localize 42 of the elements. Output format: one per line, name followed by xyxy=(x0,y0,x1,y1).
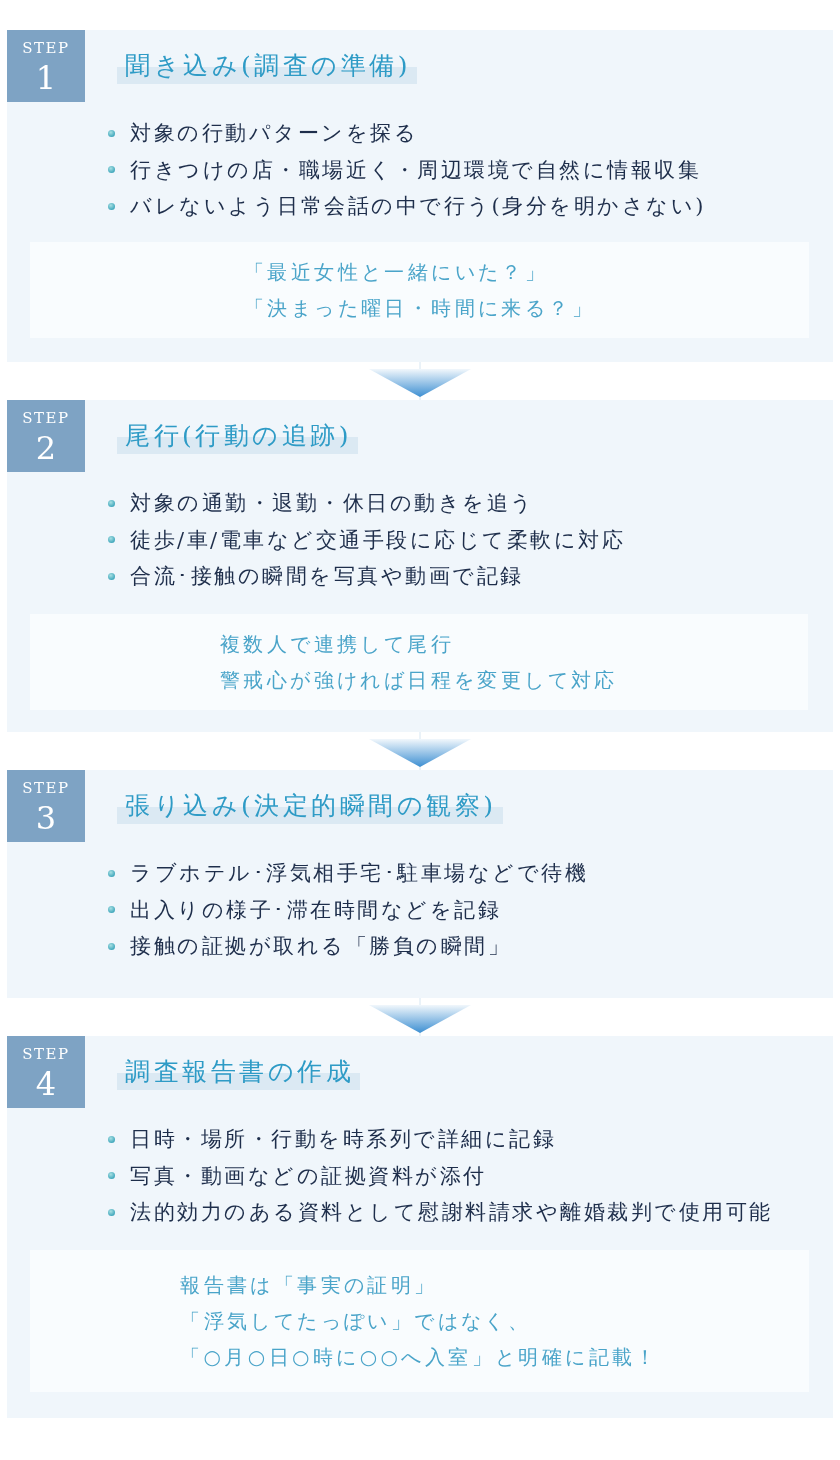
step-label: STEP xyxy=(22,779,70,797)
list-item-text: 日時・場所・行動を時系列で詳細に記録 xyxy=(130,1126,556,1154)
step-badge xyxy=(7,1036,85,1108)
note-text: 警戒心が強ければ日程を変更して対応 xyxy=(220,667,618,694)
arrow xyxy=(369,361,471,401)
step-number: 3 xyxy=(35,800,57,836)
note-text: 「浮気してたっぽい」ではなく、 xyxy=(180,1308,532,1335)
arrow xyxy=(369,731,471,771)
step-label: STEP xyxy=(22,409,70,427)
step-label: STEP xyxy=(22,39,70,57)
list-item-text: 出入りの様子･滞在時間などを記録 xyxy=(130,896,501,924)
list-item-text: 合流･接触の瞬間を写真や動画で記録 xyxy=(130,563,524,591)
note-text: 報告書は「事実の証明」 xyxy=(180,1272,438,1299)
list-item-text: バレないよう日常会話の中で行う(身分を明かさない) xyxy=(130,193,706,221)
step-number: 2 xyxy=(35,430,57,466)
list-item-text: 徒歩/車/電車など交通手段に応じて柔軟に対応 xyxy=(130,526,626,554)
arrow xyxy=(369,997,471,1037)
list-item-text: ラブホテル･浮気相手宅･駐車場などで待機 xyxy=(130,860,588,888)
note-text: 「決まった曜日・時間に来る？」 xyxy=(244,295,595,322)
note-text: 複数人で連携して尾行 xyxy=(220,631,455,658)
step-title: 張り込み(決定的瞬間の観察) xyxy=(117,790,503,824)
step-panel xyxy=(7,400,833,732)
note-text: 「○月○日○時に○○へ入室」と明確に記載！ xyxy=(180,1344,659,1371)
list-item-text: 写真・動画などの証拠資料が添付 xyxy=(130,1162,487,1190)
list-item-text: 行きつけの店・職場近く・周辺環境で自然に情報収集 xyxy=(130,156,701,184)
step-title: 調査報告書の作成 xyxy=(117,1056,360,1090)
list-item-text: 法的効力のある資料として慰謝料請求や離婚裁判で使用可能 xyxy=(130,1199,773,1227)
step-panel xyxy=(7,1036,833,1418)
step-badge xyxy=(7,770,85,842)
step-badge xyxy=(7,400,85,472)
list-item-text: 接触の証拠が取れる「勝負の瞬間」 xyxy=(130,933,511,961)
step-number: 4 xyxy=(35,1066,57,1102)
step-badge xyxy=(7,30,85,102)
step-label: STEP xyxy=(22,1045,70,1063)
note-text: 「最近女性と一緒にいた？」 xyxy=(244,259,549,286)
step-number: 1 xyxy=(35,60,57,96)
step-title: 尾行(行動の追跡) xyxy=(117,420,358,454)
list-item-text: 対象の行動パターンを探る xyxy=(130,120,418,148)
step-panel xyxy=(7,770,833,998)
step-title: 聞き込み(調査の準備) xyxy=(117,50,417,84)
list-item-text: 対象の通勤・退勤・休日の動きを追う xyxy=(130,490,535,518)
step-panel xyxy=(7,30,833,362)
